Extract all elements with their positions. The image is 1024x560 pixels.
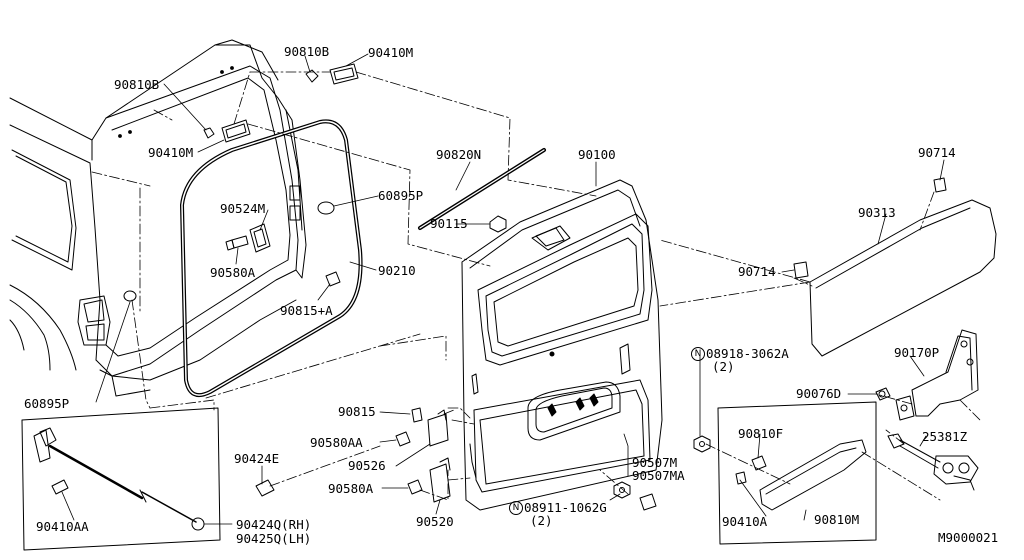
label-90815: 90815 (338, 404, 376, 419)
diagram-code: M9000021 (938, 530, 999, 545)
label-08918-qty: (2) (712, 359, 735, 374)
label-90410m-left: 90410M (148, 145, 194, 160)
label-90100: 90100 (578, 147, 616, 162)
note-symbol-08911: N (509, 501, 523, 515)
label-90424q-rh: 90424Q(RH) (236, 517, 312, 532)
label-90714-left: 90714 (738, 264, 776, 279)
striker-90524m (225, 223, 271, 253)
label-90820n: 90820N (436, 147, 482, 162)
label-90410a: 90410A (722, 514, 768, 529)
label-90410m-top: 90410M (368, 45, 414, 60)
label-90580aa: 90580AA (310, 435, 363, 450)
lamp-90810m (735, 439, 867, 511)
label-90520: 90520 (416, 514, 454, 529)
fitting-lines (91, 71, 981, 501)
label-90810m: 90810M (814, 512, 860, 527)
label-90815a: 90815+A (280, 303, 333, 318)
label-90076d: 90076D (796, 386, 842, 401)
van-body-outline (9, 39, 307, 397)
label-90810b-top: 90810B (284, 44, 330, 59)
damper-stay-90424q (33, 427, 205, 531)
label-90410aa: 90410AA (36, 519, 89, 534)
moulding-90820n (418, 148, 546, 230)
hinge-90526 (255, 407, 451, 503)
label-08918: 08918-3062A (706, 346, 789, 361)
label-90580a-upper: 90580A (210, 265, 256, 280)
label-90810f: 90810F (738, 426, 784, 441)
label-90507m: 90507M (632, 455, 678, 470)
label-90313: 90313 (858, 205, 896, 220)
hinge-90170p (875, 329, 979, 421)
small-parts (203, 63, 711, 511)
note-symbol-08918: N (691, 347, 705, 361)
label-90424e: 90424E (234, 451, 280, 466)
label-60895p-lower: 60895P (24, 396, 70, 411)
label-90425q-lh: 90425Q(LH) (236, 531, 312, 546)
label-90580a-lower: 90580A (328, 481, 374, 496)
label-90524m: 90524M (220, 201, 266, 216)
leader-lines (61, 53, 945, 525)
label-08911: 08911-1062G (524, 500, 607, 515)
back-glass-90313 (793, 177, 997, 357)
label-90526: 90526 (348, 458, 386, 473)
label-60895p-upper: 60895P (378, 188, 424, 203)
label-25381z: 25381Z (922, 429, 968, 444)
label-90714-top: 90714 (918, 145, 956, 160)
label-08911-qty: (2) (530, 513, 553, 528)
label-90170p: 90170P (894, 345, 940, 360)
label-90210: 90210 (378, 263, 416, 278)
back-door-90100 (461, 179, 663, 511)
weatherstrip-90210 (180, 119, 363, 397)
switch-25381z (887, 433, 979, 491)
callout-boxes (21, 401, 877, 551)
label-90115: 90115 (430, 216, 468, 231)
label-90810b-left: 90810B (114, 77, 160, 92)
label-90507ma: 90507MA (632, 468, 685, 483)
